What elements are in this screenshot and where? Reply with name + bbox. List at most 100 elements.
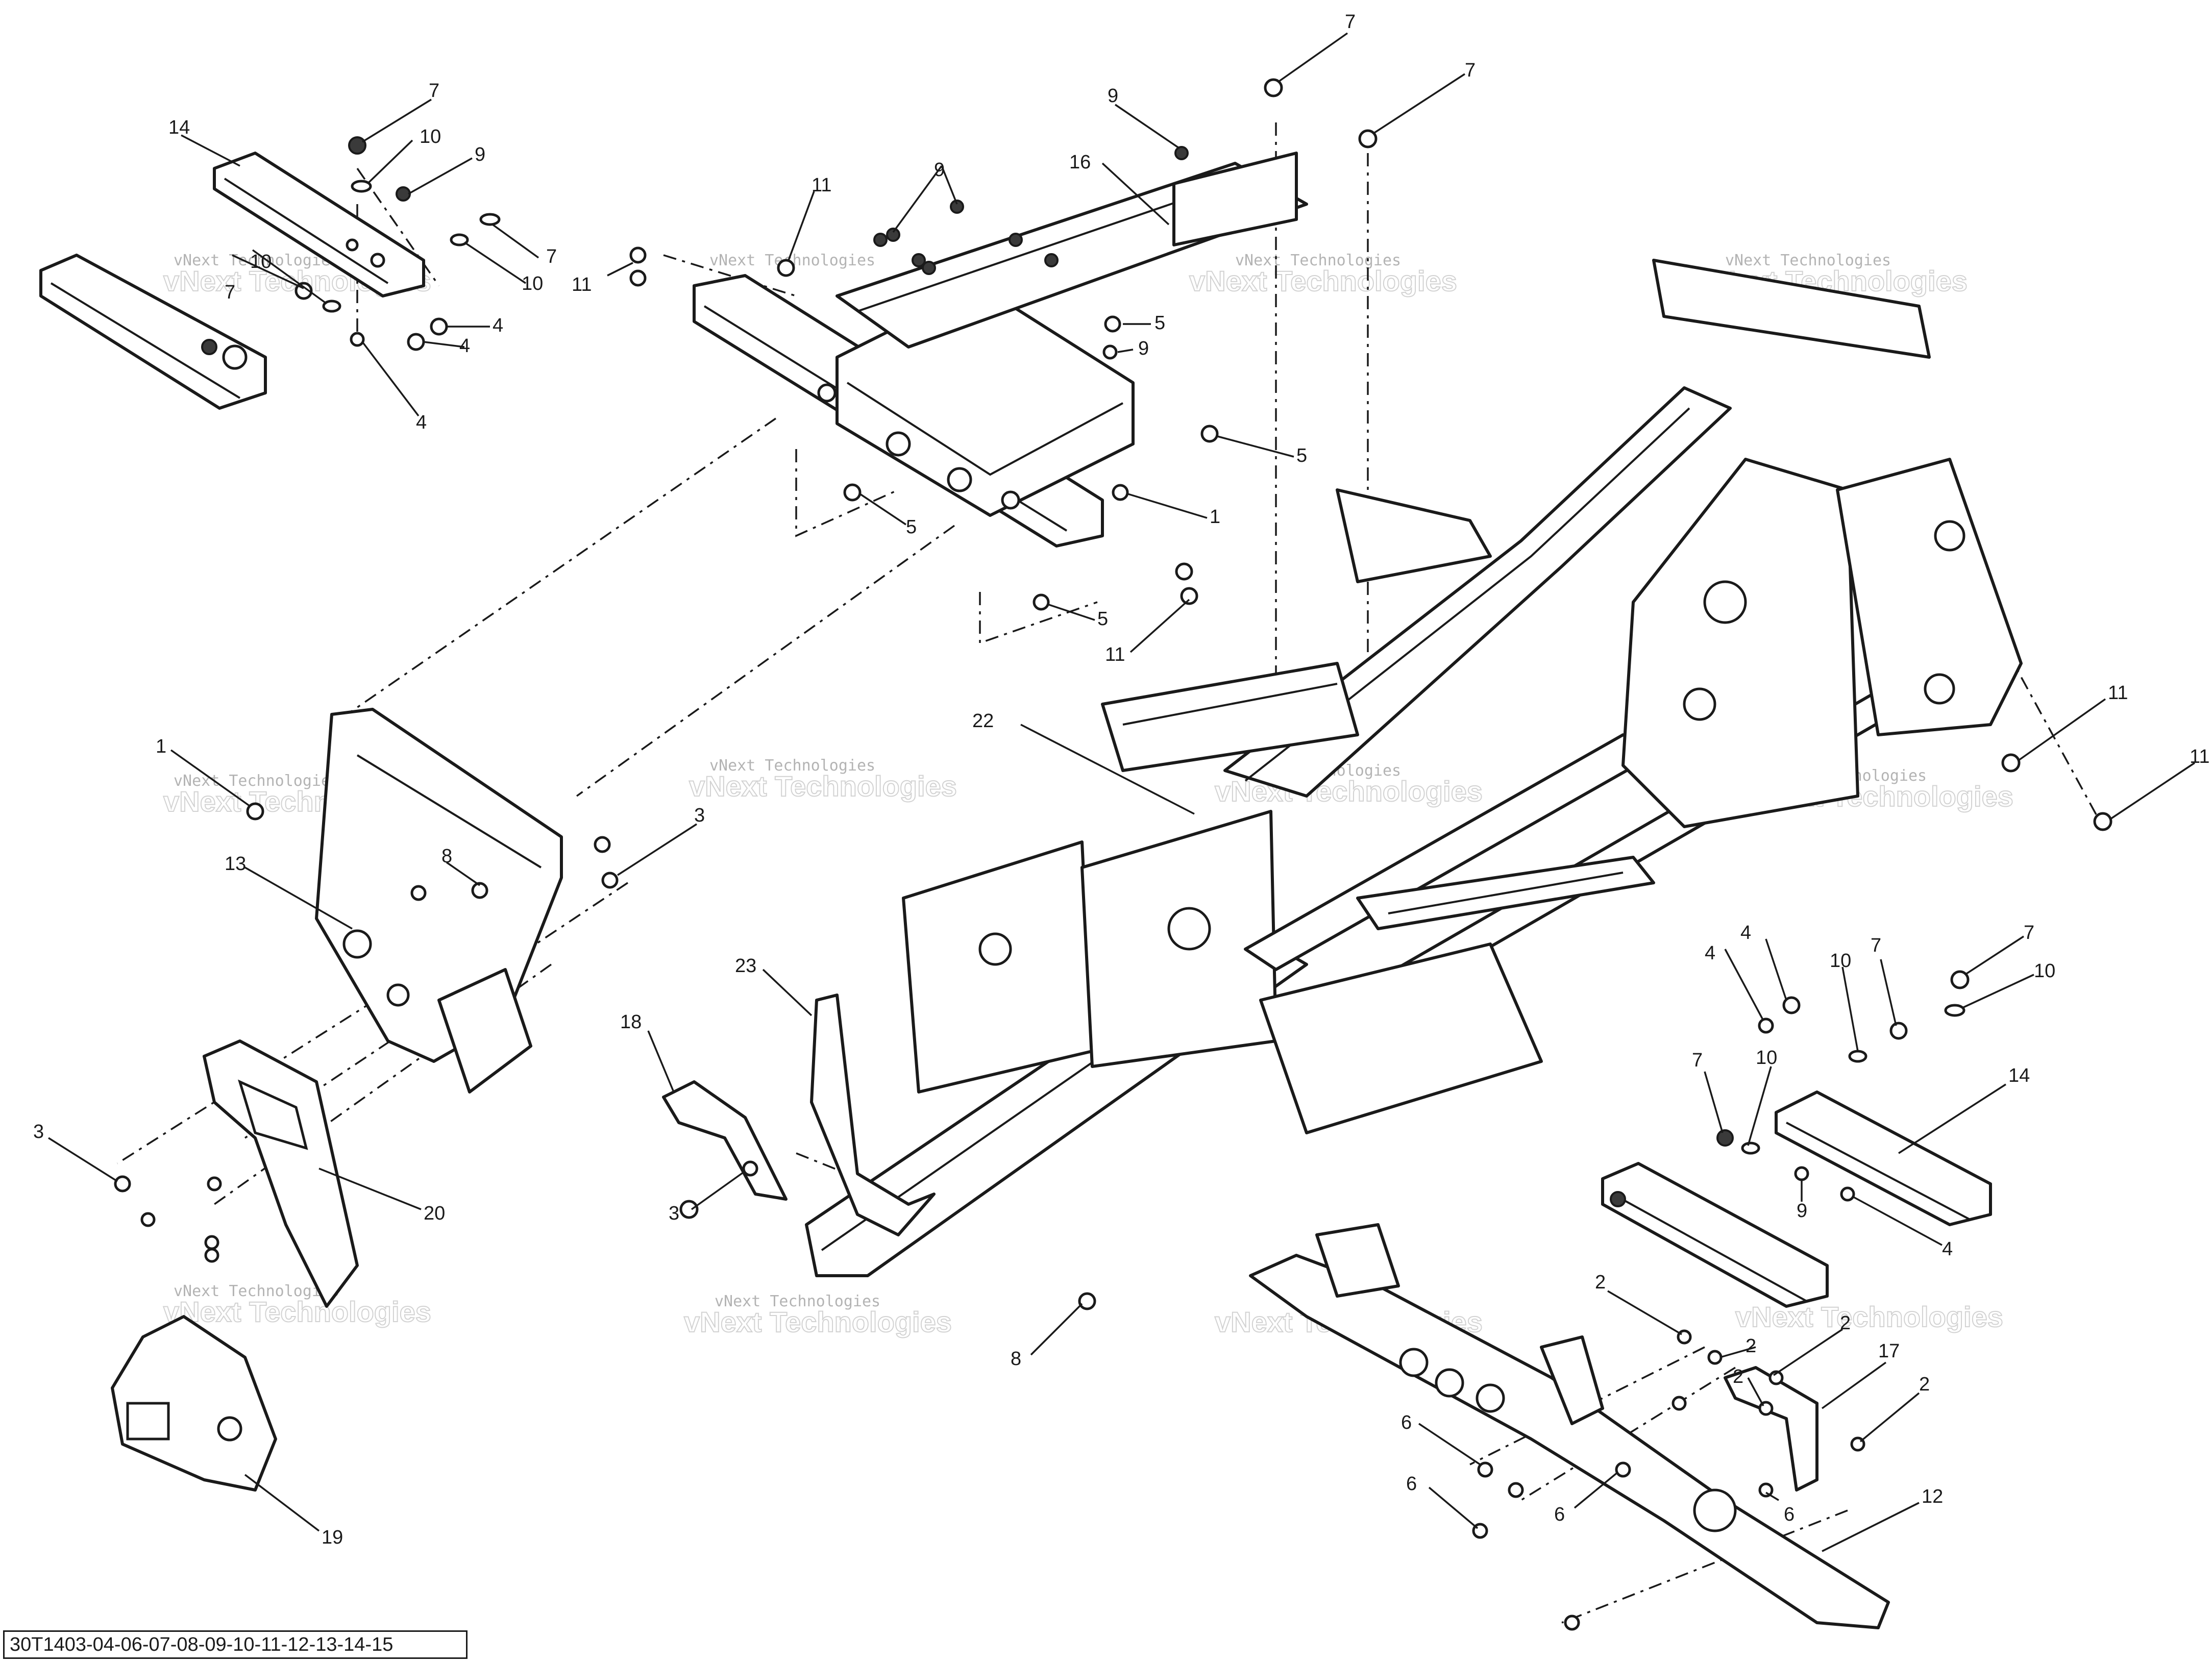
callout-9: 9: [1138, 338, 1149, 359]
part-13-front-bracket: [315, 708, 563, 1094]
nut-icon: [1102, 344, 1118, 360]
callout-6: 6: [1784, 1504, 1795, 1525]
callout-5: 5: [906, 516, 917, 538]
fitting-icon: [679, 1200, 699, 1219]
nut-icon: [1950, 970, 1970, 989]
callout-11: 11: [572, 274, 592, 295]
callout-17: 17: [1878, 1341, 1900, 1362]
nut-icon: [1200, 425, 1219, 443]
callout-18: 18: [620, 1011, 642, 1033]
callout-7: 7: [429, 80, 439, 102]
bolt-icon: [1782, 996, 1801, 1014]
washer-icon: [1944, 1004, 1965, 1017]
callout-14: 14: [2008, 1065, 2030, 1086]
nut-icon: [1508, 1482, 1524, 1498]
washer-icon: [322, 300, 341, 313]
callout-14: 14: [168, 117, 190, 138]
washer-icon: [1741, 1141, 1760, 1155]
callout-4: 4: [1942, 1238, 1953, 1260]
callout-2: 2: [1840, 1312, 1851, 1334]
nut-icon: [1044, 253, 1059, 267]
bolt-icon: [204, 1235, 219, 1250]
callout-7: 7: [2024, 922, 2034, 944]
nut-icon: [1477, 1461, 1493, 1478]
callout-7: 7: [546, 246, 557, 267]
callout-9: 9: [475, 144, 485, 165]
washer-icon: [351, 180, 372, 193]
nut-icon: [2093, 812, 2112, 831]
nut-icon: [1758, 1482, 1774, 1498]
callout-10: 10: [522, 273, 543, 294]
callout-11: 11: [812, 175, 831, 196]
nut-icon: [912, 253, 926, 267]
nut-icon: [629, 269, 647, 287]
callout-4: 4: [1740, 922, 1751, 944]
callout-9: 9: [1108, 85, 1118, 107]
callout-9: 9: [1797, 1200, 1807, 1222]
callout-1: 1: [156, 736, 166, 757]
callout-10: 10: [250, 251, 272, 272]
watermark-logo: vNext Technologies: [1189, 265, 1457, 297]
nut-icon: [1033, 593, 1050, 611]
callout-12: 12: [1922, 1486, 1943, 1507]
callout-3: 3: [694, 805, 705, 826]
leader-lines: [48, 32, 2195, 1552]
callout-6: 6: [1554, 1504, 1565, 1525]
watermark-logo: vNext Technologies: [689, 770, 957, 802]
nut-icon: [1175, 562, 1193, 581]
callout-2: 2: [1746, 1335, 1756, 1357]
callout-11: 11: [1105, 644, 1125, 665]
watermark-text: vNext Technologies: [174, 1282, 339, 1300]
callout-10: 10: [2034, 960, 2055, 982]
callout-3: 3: [33, 1121, 44, 1143]
nut-icon: [1009, 233, 1023, 247]
part-17-bracket: [1724, 1366, 1818, 1492]
callout-13: 13: [225, 853, 246, 875]
bolt-icon: [471, 882, 488, 899]
part-14-upper-left: [39, 152, 425, 410]
callout-2: 2: [1595, 1272, 1606, 1293]
nut-icon: [1889, 1022, 1908, 1040]
nut-icon: [1078, 1292, 1096, 1310]
bolt-icon: [1672, 1396, 1687, 1411]
part-front-subframe: [693, 152, 1308, 548]
spacer-icon: [777, 259, 795, 277]
callout-2: 2: [1919, 1374, 1930, 1395]
callout-19: 19: [322, 1527, 343, 1548]
bolt-icon: [742, 1160, 758, 1177]
watermark-text: vNext Technologies: [174, 772, 339, 790]
callout-3: 3: [669, 1203, 679, 1224]
watermark-text: vNext Technologies: [709, 757, 875, 775]
nut-icon: [1358, 129, 1378, 148]
watermark-text: vNext Technologies: [1725, 252, 1891, 269]
callout-11: 11: [2108, 682, 2128, 704]
nut-icon: [348, 136, 366, 155]
callout-7: 7: [1345, 11, 1356, 33]
bolt-icon: [114, 1175, 131, 1193]
nut-icon: [594, 836, 611, 853]
bolt-icon: [1758, 1017, 1774, 1034]
callout-4: 4: [1705, 942, 1715, 964]
bolt-icon: [407, 333, 425, 351]
callout-10: 10: [1830, 950, 1851, 972]
callout-labels: 7 10 9 7 10 14 10 7 4 4 4 11 11 9 9 16 7…: [33, 11, 2209, 1548]
watermark-text: vNext Technologies: [715, 1293, 880, 1310]
callout-16: 16: [1069, 152, 1091, 173]
nut-icon: [410, 885, 427, 901]
nut-icon: [1615, 1461, 1631, 1478]
nut-icon: [1264, 78, 1283, 97]
washer-icon: [450, 233, 469, 246]
bolt-icon: [204, 1248, 219, 1263]
callout-22: 22: [972, 710, 994, 732]
bolt-icon: [1112, 484, 1129, 501]
callout-10: 10: [1756, 1047, 1777, 1069]
callout-7: 7: [225, 282, 235, 303]
part-14-lower-right: [1601, 1090, 1992, 1308]
callout-10: 10: [420, 126, 441, 147]
part-20-plate: [203, 1039, 359, 1308]
callout-4: 4: [493, 315, 503, 336]
callout-5: 5: [1154, 312, 1165, 334]
callout-8: 8: [1011, 1348, 1021, 1370]
callout-23: 23: [735, 955, 756, 977]
